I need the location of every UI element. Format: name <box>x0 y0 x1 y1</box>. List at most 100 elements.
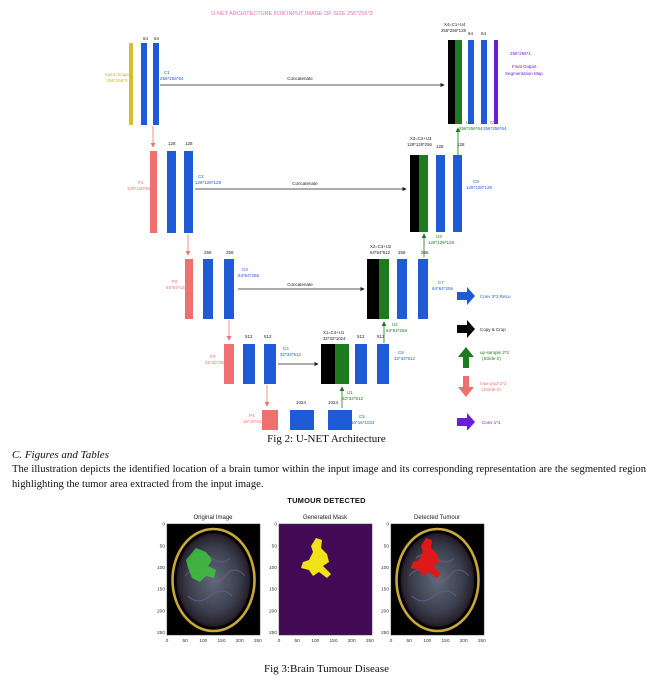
c3-ch-b: 256 <box>226 250 234 255</box>
c5-label: C5 <box>359 414 365 419</box>
c2-block-a <box>167 151 176 233</box>
x2-block-green <box>379 259 389 319</box>
c4-size: 32*32*512 <box>280 352 302 357</box>
c9-block-a <box>468 40 474 124</box>
legend-pool-arrow <box>458 376 474 397</box>
p1-block <box>150 151 157 233</box>
c1-block-b <box>153 43 159 125</box>
c8-ch-a: 128 <box>436 144 444 149</box>
conv1x1-block <box>494 40 498 124</box>
c7-block-b <box>418 259 428 319</box>
c6-block-a <box>355 344 367 384</box>
c7-label: C7 <box>438 280 444 285</box>
c6-size: 32*32*512 <box>394 356 416 361</box>
c4-label: C4 <box>283 346 289 351</box>
panel-1-title: Original Image <box>193 515 233 521</box>
concat-2: Concatenate <box>292 181 318 186</box>
panel-2-ytick: 150 <box>269 587 277 593</box>
c6-ch-b: 512 <box>377 334 385 339</box>
x1-block-green <box>335 344 349 384</box>
section-heading: C. Figures and Tables <box>12 449 109 461</box>
body-paragraph: The illustration depicts the identified … <box>12 464 646 490</box>
panel-3-ytick: 50 <box>384 543 390 549</box>
c3-label: C3 <box>242 267 248 272</box>
c8-size: 128*128*128 <box>466 185 493 190</box>
panel-1-xtick: 200 <box>236 638 244 644</box>
tumour-region-red <box>411 538 441 578</box>
input-image-bar <box>129 43 133 125</box>
panel-2-frame <box>278 523 373 636</box>
panel-3-xtick: 200 <box>460 638 468 644</box>
brain-skull-1 <box>171 527 256 633</box>
cat3-size: 64*64*512 <box>370 250 391 255</box>
p2-block <box>185 259 193 319</box>
panel-2-ytick: 50 <box>272 543 278 549</box>
c5-block-a <box>290 410 314 430</box>
c6-ch-a: 512 <box>357 334 365 339</box>
panel-1-xtick: 250 <box>254 638 262 644</box>
u4-size: 256*256*64 <box>459 126 483 131</box>
legend-pool: max-pool 2*2 <box>480 381 507 386</box>
panel-3-xtick: 250 <box>478 638 486 644</box>
cat4-size: 32*32*1024 <box>323 336 346 341</box>
legend-conv-arrow <box>457 287 475 305</box>
panel-1-xtick: 100 <box>199 638 207 644</box>
c9-size: 256*256*64 <box>483 126 507 131</box>
c9-ch-b: 64 <box>481 31 487 36</box>
x4-block-green <box>455 40 462 124</box>
panel-3-ytick: 200 <box>381 608 389 614</box>
legend-conv: Conv 3*3,ReLu <box>480 294 511 299</box>
c1-ch-b: 64 <box>154 36 160 41</box>
p1-size: 128*128*64 <box>127 186 151 191</box>
p2-size: 64*64*128 <box>166 285 188 290</box>
panel-3-ytick: 0 <box>386 522 389 528</box>
u4-label: U4 <box>466 120 472 125</box>
c4-block-a <box>243 344 255 384</box>
panel-2-xtick: 50 <box>294 638 300 644</box>
c3-ch-a: 256 <box>204 250 212 255</box>
input-label: Input Image <box>105 72 129 77</box>
u1-size: 32*32*512 <box>342 396 364 401</box>
panel-2-ytick: 200 <box>269 608 277 614</box>
c7-block-a <box>397 259 407 319</box>
figure-2-caption: Fig 2: U-NET Architecture <box>267 433 386 445</box>
output-label-1: Final Output <box>512 64 537 69</box>
panel-1-xtick: 150 <box>217 638 225 644</box>
c3-block-b <box>224 259 234 319</box>
u2-size: 64*64*256 <box>386 328 408 333</box>
p4-block <box>262 410 278 430</box>
c9-label: C9 <box>490 120 496 125</box>
cat3-label: X2=C3+U2 <box>370 244 392 249</box>
panel-3-xtick: 50 <box>406 638 412 644</box>
c2-ch-b: 128 <box>185 141 193 146</box>
c4-block-b <box>264 344 276 384</box>
legend-up: up-sample 2*2 <box>480 350 510 355</box>
c1-ch-a: 64 <box>143 36 149 41</box>
p4-label: P4 <box>249 413 255 418</box>
legend-copy: Copy & Crop <box>480 327 506 332</box>
figure-3-caption: Fig 3:Brain Tumour Disease <box>264 663 389 675</box>
c9-ch-a: 64 <box>468 31 474 36</box>
p2-label: P2 <box>172 279 178 284</box>
cat2-label: X3=C2+U3 <box>410 136 432 141</box>
unet-diagram: U-NET ARCHITECTURE FOR INPUT IMAGE OF SI… <box>105 11 543 430</box>
u3-size: 128*128*128 <box>428 240 455 245</box>
panel-1-ytick: 200 <box>157 608 165 614</box>
c8-ch-b: 128 <box>457 142 465 147</box>
p3-label: P3 <box>210 354 216 359</box>
c5-block-b <box>328 410 352 430</box>
c6-block-b <box>377 344 389 384</box>
panel-3-ytick: 250 <box>381 630 389 636</box>
panel-2-title: Generated Mask <box>303 515 348 521</box>
c8-block-b <box>453 155 462 232</box>
c7-ch-b: 256 <box>421 250 429 255</box>
output-size: 256*256*1 <box>510 51 532 56</box>
p3-block <box>224 344 234 384</box>
tumour-figure-title: TUMOUR DETECTED <box>287 496 366 505</box>
c1-block-a <box>141 43 147 125</box>
c5-size: 16*16*1024 <box>351 420 375 425</box>
p3-size: 32*32*256 <box>205 360 227 365</box>
u1-label: U1 <box>347 390 353 395</box>
u2-label: U2 <box>392 322 398 327</box>
panel-2-ytick: 100 <box>269 565 277 571</box>
